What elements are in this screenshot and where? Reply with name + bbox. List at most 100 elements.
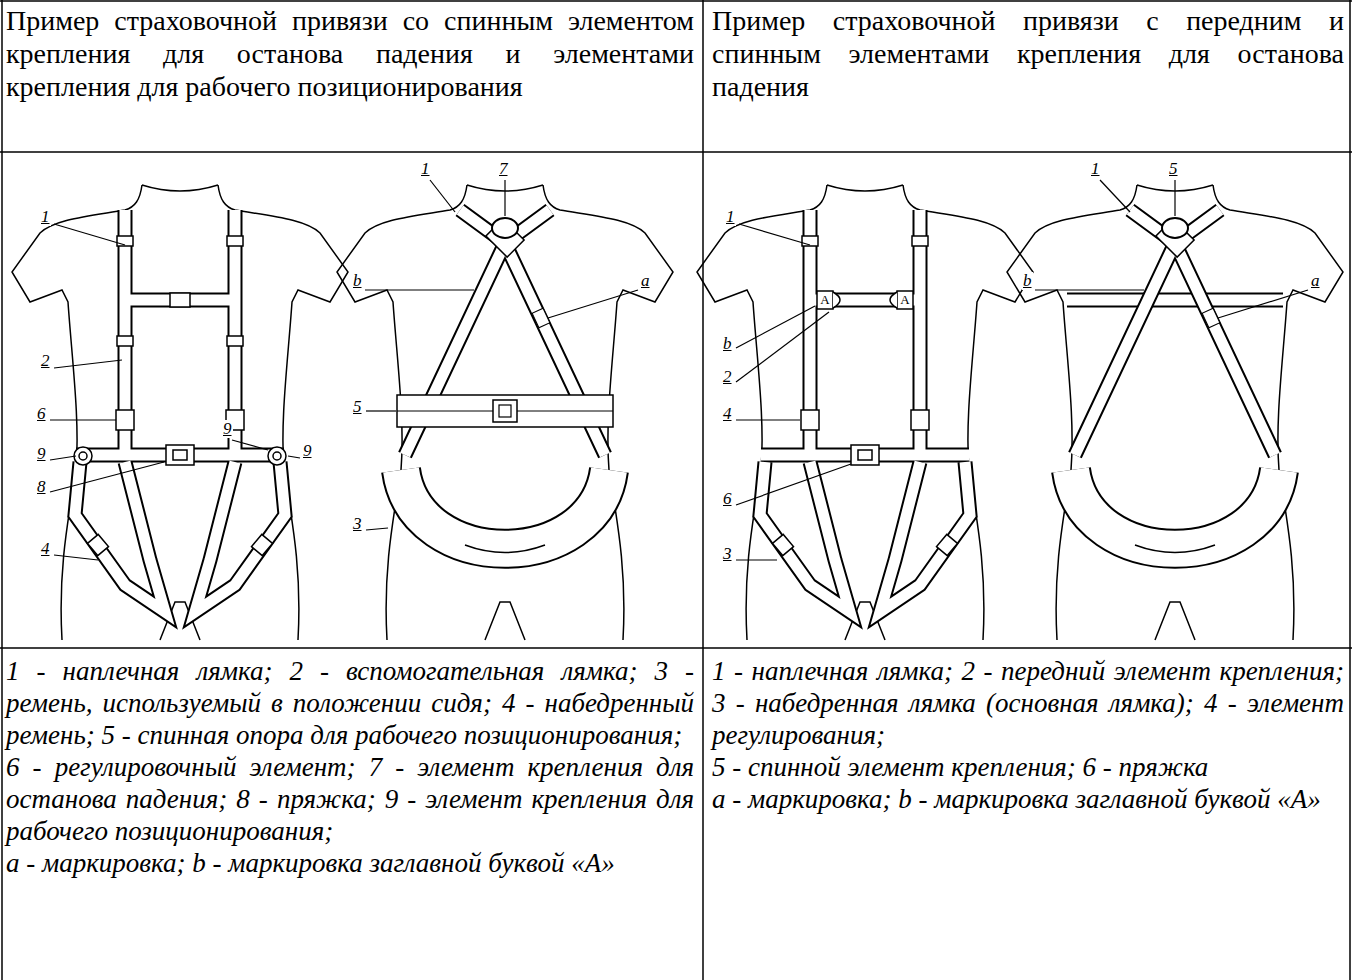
cell-heading: Пример страховочной привязи со спинным э… [6,4,694,103]
d-ring [1162,218,1188,238]
buckles [74,236,286,556]
table-border [1349,0,1351,980]
leader-line [1218,290,1308,318]
callout-number: 5 [1168,160,1179,178]
leader-line [50,456,76,460]
callout-number: 1 [40,208,51,226]
callout-number: 9 [302,442,313,460]
leader-line [504,180,505,216]
callout-number: 4 [722,405,733,423]
leader-line [1035,289,1144,290]
torso-outline [337,185,673,640]
d-ring-pad [1156,219,1194,257]
leader-line [736,306,815,348]
table-border [0,151,1352,153]
caption-text: 6 - регулировочный элемент; 7 - элемент … [6,751,694,847]
strap [1067,293,1283,308]
callout-number: 4 [40,540,51,558]
caption-text: 1 - наплечная лямка; 2 - передний элемен… [712,655,1344,751]
callout-number: 3 [722,545,733,563]
leader-line [430,180,455,212]
callout-number: 2 [40,352,51,370]
callout-number: a [1310,272,1321,290]
callout-number: b [1022,272,1033,290]
callout-number: 1 [420,160,431,178]
leader-line [366,410,396,411]
strap [1067,295,1283,306]
leader-line [54,555,98,560]
marking-patch [1202,308,1220,328]
seat-strap [1071,470,1279,549]
seat-strap [401,470,609,549]
callout-number: 3 [352,515,363,533]
caption-text: a - маркировка; b - маркировка заглавной… [6,847,694,879]
buckles [772,236,957,556]
table-border [702,0,704,980]
callout-number: 7 [498,160,509,178]
callout-number: 1 [1090,160,1101,178]
leader-line [365,289,474,290]
harness-front [697,185,1033,640]
seat-strap [401,470,609,549]
callout-number: 9 [36,445,47,463]
leader-line [548,290,638,318]
seat-strap-edge [1135,545,1215,553]
leader-line [736,464,851,505]
d-ring [492,218,518,238]
callout-number: b [722,335,733,353]
marking-letter: A [817,291,833,309]
leader-line [54,224,125,245]
buckle [499,405,511,417]
strap [75,210,285,612]
d-ring-pad [486,219,524,257]
leader-line [1174,180,1175,216]
leader-line [288,456,300,458]
caption-text: 5 - спинной элемент крепления; 6 - пряжк… [712,751,1344,783]
torso-outline [12,185,348,640]
seat-strap-edge [465,545,545,553]
back-support [397,395,613,427]
leader-line [736,312,829,382]
table-border [1,0,3,980]
leader-line [50,462,164,492]
leader-line [366,528,388,530]
strap [760,210,970,612]
leader-line [54,360,122,368]
strap [75,210,285,612]
callout-number: a [640,272,651,290]
seat-strap [1071,470,1279,549]
torso-outline [1007,185,1343,640]
leader-line [1100,180,1130,212]
strap [1075,210,1275,455]
leader-lines [50,180,1308,560]
leader-line [739,224,810,245]
caption-text: 1 - наплечная лямка; 2 - вспомогательная… [6,655,694,751]
marking-letter: A [897,291,913,309]
strap [1075,210,1275,455]
callout-number: 6 [36,405,47,423]
cell-heading: Пример страховочной привязи с передним и… [712,4,1344,103]
torso-outline [697,185,1033,640]
leader-line [232,440,268,450]
table-border [0,0,1352,2]
table-border [0,647,1352,649]
strap [760,210,970,612]
leader-line [736,419,800,420]
callout-number: 8 [36,478,47,496]
callout-number: 9 [222,420,233,438]
marking-patch [532,308,550,328]
callout-number: 5 [352,398,363,416]
leader-line [736,559,777,560]
caption-text: a - маркировка; b - маркировка заглавной… [712,783,1344,815]
callout-number: 1 [725,208,736,226]
harness-front [12,185,348,640]
harness-back [1007,185,1343,640]
callout-number: 2 [722,368,733,386]
buckle [493,400,517,422]
leader-line [50,419,116,420]
harness-back [337,185,673,640]
callout-number: 6 [722,490,733,508]
callout-number: b [352,272,363,290]
